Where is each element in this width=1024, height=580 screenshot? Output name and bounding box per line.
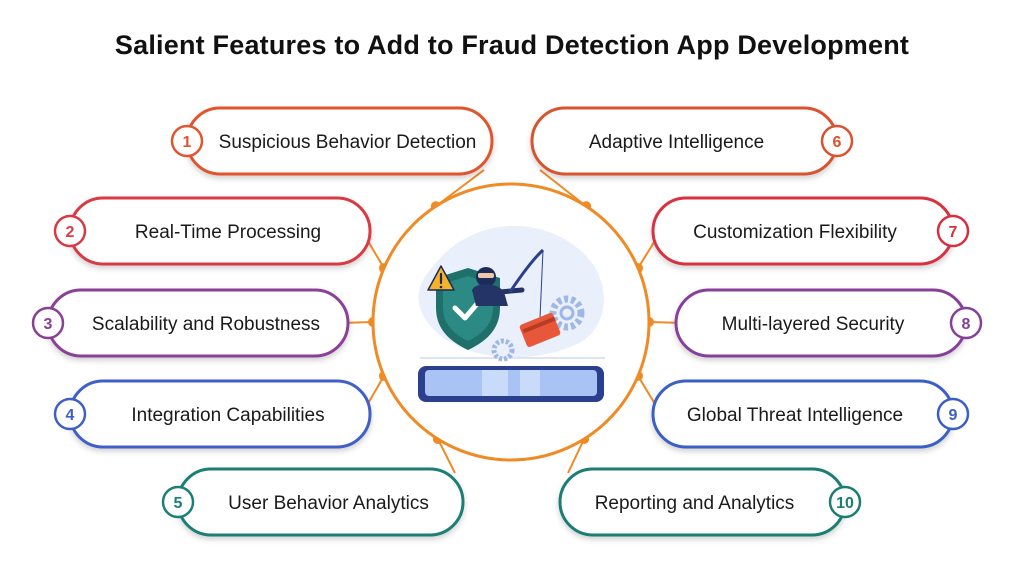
gear-small-icon: [491, 338, 515, 362]
feature-label: Suspicious Behavior Detection: [219, 132, 477, 153]
feature-number-badge: [53, 397, 87, 431]
feature-label: Adaptive Intelligence: [589, 132, 764, 153]
feature-label: Integration Capabilities: [131, 405, 324, 426]
feature-number: 7: [949, 224, 958, 241]
feature-item-1: 1 Suspicious Behavior Detection: [170, 106, 494, 176]
feature-item-2: 2 Real-Time Processing: [53, 196, 372, 266]
feature-number-badge: [936, 397, 970, 431]
feature-number-badge: [936, 214, 970, 248]
central-hub: [371, 182, 651, 462]
feature-number-badge: [949, 306, 983, 340]
feature-item-9: 9 Global Threat Intelligence: [651, 379, 970, 449]
feature-number-badge: [820, 124, 854, 158]
feature-number-badge: [828, 485, 862, 519]
connector-line: [567, 438, 586, 474]
feature-number-badge: [31, 306, 65, 340]
feature-number: 6: [833, 134, 842, 151]
hacker-icon: [472, 267, 525, 306]
feature-number: 9: [949, 407, 958, 424]
feature-label: Scalability and Robustness: [92, 314, 320, 335]
feature-item-4: 4 Integration Capabilities: [53, 379, 372, 449]
feature-number: 10: [836, 495, 854, 512]
connector-line: [436, 438, 456, 474]
feature-label: User Behavior Analytics: [228, 493, 429, 514]
feature-label: Customization Flexibility: [693, 222, 897, 243]
feature-number-badge: [161, 485, 195, 519]
tablet-icon: [418, 366, 604, 402]
feature-item-7: 7 Customization Flexibility: [651, 196, 970, 266]
feature-list: 1 Suspicious Behavior Detection 2 Real-Time…: [31, 106, 983, 537]
feature-item-3: 3 Scalability and Robustness: [31, 288, 350, 358]
feature-number: 5: [174, 495, 183, 512]
warning-icon: [427, 265, 455, 291]
feature-number-badge: [170, 124, 204, 158]
feature-label: Reporting and Analytics: [595, 493, 795, 514]
feature-label: Multi-layered Security: [722, 314, 905, 335]
fishing-rod-icon: [508, 248, 545, 319]
feature-number: 3: [44, 316, 53, 333]
credit-card-icon: [519, 313, 561, 347]
feature-number: 8: [962, 316, 971, 333]
feature-item-10: 10 Reporting and Analytics: [558, 467, 862, 537]
feature-number: 2: [66, 224, 75, 241]
feature-item-8: 8 Multi-layered Security: [674, 288, 983, 358]
feature-item-5: 5 User Behavior Analytics: [161, 467, 465, 537]
feature-number-badge: [53, 214, 87, 248]
feature-label: Real-Time Processing: [135, 222, 321, 243]
fraud-illustration: [418, 225, 605, 402]
feature-number: 1: [183, 134, 192, 151]
feature-item-6: 6 Adaptive Intelligence: [530, 106, 854, 176]
feature-label: Global Threat Intelligence: [687, 405, 903, 426]
page-title: Salient Features to Add to Fraud Detecti…: [114, 30, 910, 60]
feature-number: 4: [66, 407, 75, 424]
gear-icon: [549, 295, 585, 331]
